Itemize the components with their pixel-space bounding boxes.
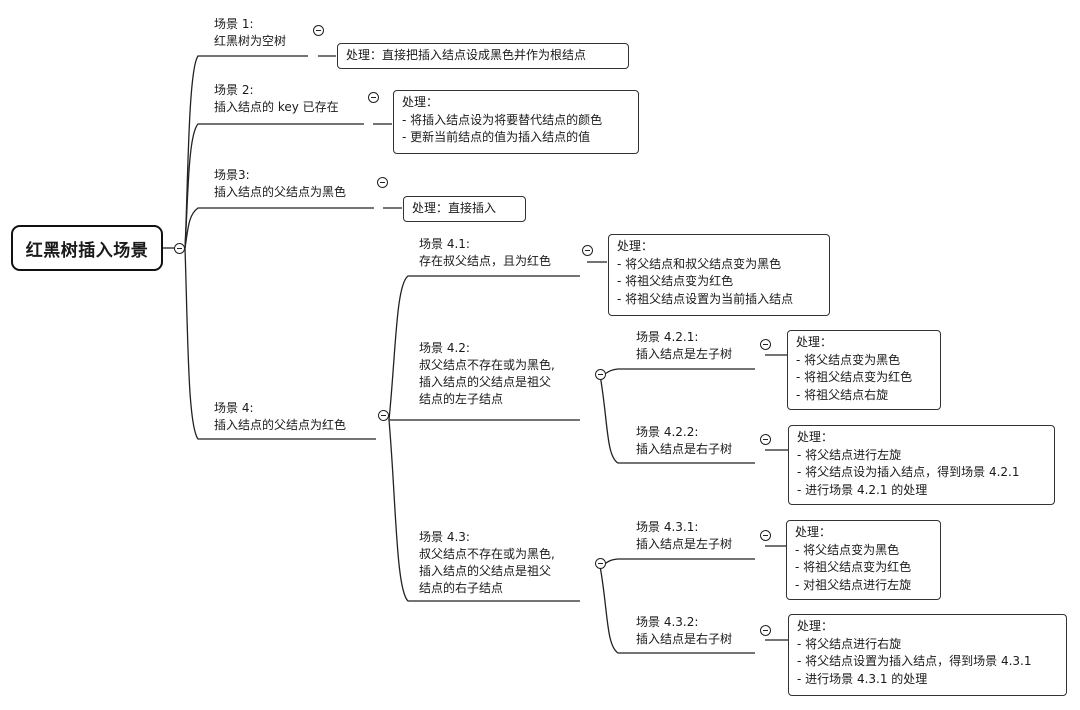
collapse-toggle-scenario-4-1[interactable] (582, 245, 593, 256)
handling-scenario-4-1[interactable]: 处理： - 将父结点和叔父结点变为黑色 - 将祖父结点变为红色 - 将祖父结点设… (608, 234, 830, 316)
handling-scenario-4-3-2[interactable]: 处理： - 将父结点进行右旋 - 将父结点设置为插入结点，得到场景 4.3.1 … (788, 614, 1067, 696)
collapse-toggle-scenario-4-2[interactable] (595, 369, 606, 380)
topic-scenario-4-1[interactable]: 场景 4.1: 存在叔父结点，且为红色 (419, 237, 552, 268)
topic-scenario-4-3-2[interactable]: 场景 4.3.2: 插入结点是右子树 (636, 615, 733, 646)
handling-scenario-4-2-2[interactable]: 处理： - 将父结点进行左旋 - 将父结点设为插入结点，得到场景 4.2.1 -… (788, 425, 1055, 505)
handling-scenario-2[interactable]: 处理： - 将插入结点设为将要替代结点的颜色 - 更新当前结点的值为插入结点的值 (393, 90, 639, 154)
topic-scenario-4[interactable]: 场景 4: 插入结点的父结点为红色 (214, 401, 347, 432)
topic-scenario-4-2-2[interactable]: 场景 4.2.2: 插入结点是右子树 (636, 425, 733, 456)
handling-scenario-4-2-1[interactable]: 处理： - 将父结点变为黑色 - 将祖父结点变为红色 - 将祖父结点右旋 (787, 330, 941, 410)
topic-scenario-1[interactable]: 场景 1: 红黑树为空树 (214, 17, 287, 48)
collapse-toggle-scenario-4-3-1[interactable] (760, 530, 771, 541)
collapse-toggle-scenario-4-3-2[interactable] (760, 625, 771, 636)
handling-scenario-3[interactable]: 处理：直接插入 (403, 196, 526, 222)
topic-scenario-4-3[interactable]: 场景 4.3: 叔父结点不存在或为黑色, 插入结点的父结点是祖父 结点的右子结点 (419, 530, 555, 595)
collapse-toggle-scenario-4[interactable] (378, 410, 389, 421)
topic-scenario-4-3-1[interactable]: 场景 4.3.1: 插入结点是左子树 (636, 520, 733, 551)
handling-scenario-4-3-1[interactable]: 处理： - 将父结点变为黑色 - 将祖父结点变为红色 - 对祖父结点进行左旋 (786, 520, 941, 600)
collapse-toggle-root[interactable] (174, 243, 185, 254)
collapse-toggle-scenario-4-2-2[interactable] (760, 434, 771, 445)
topic-scenario-4-2[interactable]: 场景 4.2: 叔父结点不存在或为黑色, 插入结点的父结点是祖父 结点的左子结点 (419, 341, 555, 406)
root-topic[interactable]: 红黑树插入场景 (11, 225, 163, 271)
collapse-toggle-scenario-1[interactable] (313, 25, 324, 36)
collapse-toggle-scenario-2[interactable] (368, 92, 379, 103)
collapse-toggle-scenario-4-3[interactable] (595, 558, 606, 569)
topic-scenario-4-2-1[interactable]: 场景 4.2.1: 插入结点是左子树 (636, 330, 733, 361)
topic-scenario-3[interactable]: 场景3: 插入结点的父结点为黑色 (214, 168, 347, 199)
collapse-toggle-scenario-3[interactable] (377, 177, 388, 188)
collapse-toggle-scenario-4-2-1[interactable] (760, 339, 771, 350)
topic-scenario-2[interactable]: 场景 2: 插入结点的 key 已存在 (214, 83, 339, 114)
handling-scenario-1[interactable]: 处理：直接把插入结点设成黑色并作为根结点 (337, 43, 629, 69)
